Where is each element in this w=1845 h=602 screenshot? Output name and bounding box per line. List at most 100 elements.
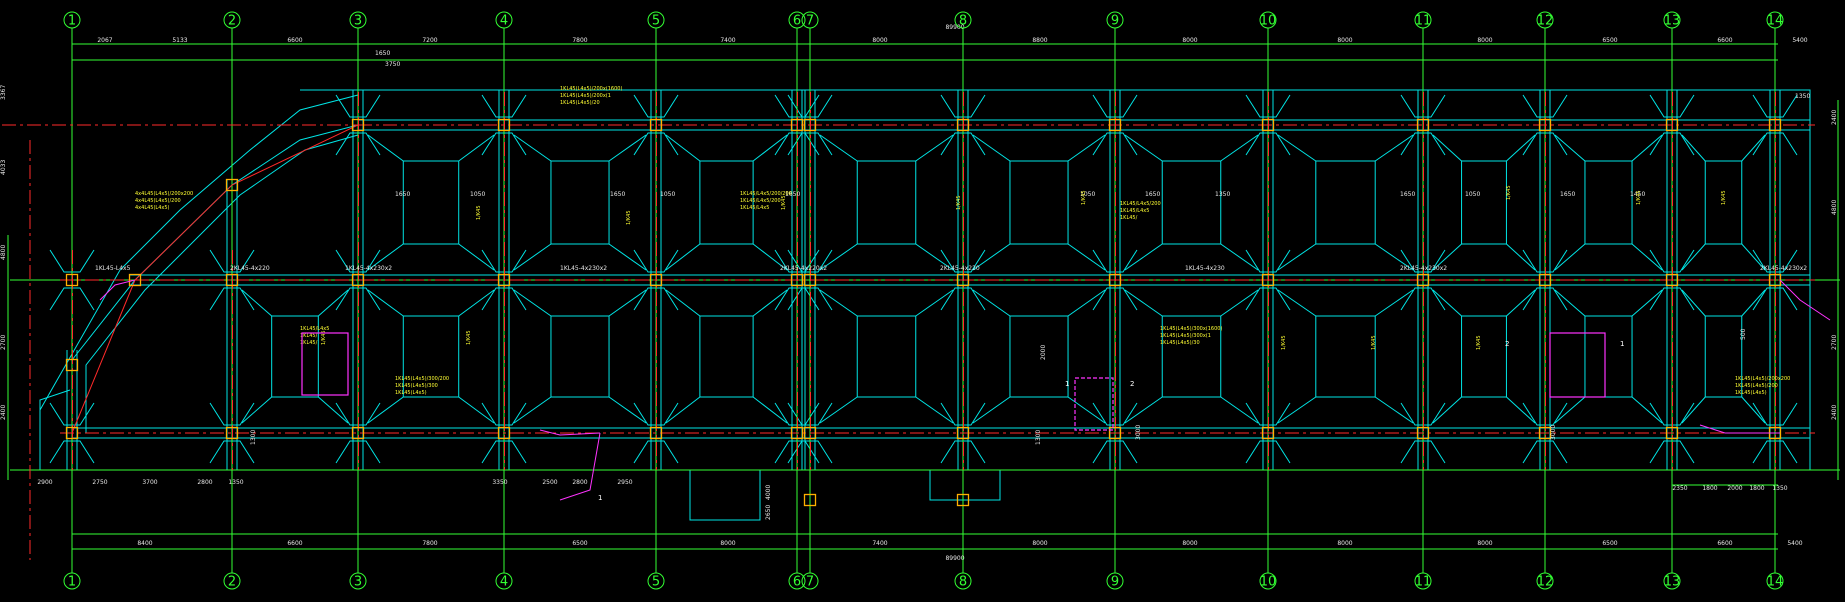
haunch-diag	[819, 289, 858, 317]
panel-box	[402, 160, 460, 245]
bottom-total-dim: 89900	[945, 555, 964, 562]
section-dim-6: 1300	[250, 430, 257, 445]
vertical-tag-10: 1/K45	[1476, 335, 1482, 350]
haunch-label-8: 1650	[1400, 191, 1415, 198]
left-dim-2700: 2700	[0, 335, 7, 350]
axis-bubble-5	[647, 572, 665, 590]
haunch-diag	[1631, 396, 1663, 424]
axis-bubble-2	[223, 11, 241, 29]
section-cut-mark-4: 1	[598, 494, 602, 502]
top-sub-dim-b: 3750	[385, 61, 400, 68]
left-dim-3367: 3367	[0, 85, 7, 100]
haunch-diag	[1506, 134, 1536, 162]
vertical-tag-8: 1/K45	[1281, 335, 1287, 350]
column-5-2	[649, 426, 663, 440]
haunch-diag	[458, 396, 495, 424]
axis-bubble-2	[223, 572, 241, 590]
column-6-0	[790, 118, 804, 132]
beam-label-8: 2KL45-4x230x2	[1760, 265, 1807, 272]
section-dim-4: 3000	[1135, 425, 1142, 440]
haunch-diag	[241, 396, 273, 424]
haunch-diag	[1220, 243, 1259, 271]
column-9-2	[1108, 426, 1122, 440]
note-2-line-1: 1KL45/L4x5/200	[740, 198, 781, 204]
haunch-label-0: 1650	[395, 191, 410, 198]
haunch-diag	[1067, 243, 1106, 271]
bottom-sub-dim-7: 2800	[572, 479, 587, 486]
axis-label-14: 14	[1767, 575, 1784, 590]
note-3-line-1: 1KL45/	[300, 333, 318, 339]
haunch-diag	[241, 289, 273, 317]
bottom-dim-8400: 8400	[137, 540, 152, 547]
axis-label-10: 10	[1260, 14, 1277, 29]
haunch-diag	[608, 243, 647, 271]
haunch-diag	[1220, 134, 1259, 162]
axis-label-6: 6	[793, 575, 801, 590]
note-4-line-1: 1KL45(L4x5)/300x(1	[1160, 333, 1211, 339]
leader-e	[99, 279, 136, 301]
axis-bubble-9	[1106, 572, 1124, 590]
column-6-2	[790, 426, 804, 440]
axis-label-11: 11	[1415, 575, 1432, 590]
axis-bubble-5	[647, 11, 665, 29]
column-13-1	[1665, 273, 1679, 287]
column-6-1	[790, 273, 804, 287]
section-dim-2: 1300	[1035, 430, 1042, 445]
haunch-diag	[1681, 289, 1706, 317]
haunch-diag	[1432, 289, 1462, 317]
top-dim-6600: 6600	[287, 37, 302, 44]
axis-label-3: 3	[354, 575, 362, 590]
haunch-label-7: 1350	[1215, 191, 1230, 198]
haunch-diag	[1432, 396, 1462, 424]
haunch-diag	[1554, 134, 1586, 162]
column-1-1	[65, 273, 79, 287]
note-4-line-0: 1KL45(L4x5)/300x(1600)	[1160, 326, 1222, 332]
panel-box	[856, 160, 917, 245]
haunch-diag	[1631, 134, 1663, 162]
note-3-line-0: 1KL45/L4x5	[300, 326, 329, 332]
axis-label-7: 7	[806, 14, 814, 29]
top-dim-7200: 7200	[422, 37, 437, 44]
haunch-diag	[458, 134, 495, 162]
haunch-label-11: 1450	[1630, 191, 1645, 198]
bottom-sub-dim-2: 3700	[142, 479, 157, 486]
axis-label-6: 6	[793, 14, 801, 29]
note-5-line-1: 1KL45(L4x5)/200	[1735, 383, 1778, 389]
column-9-1	[1108, 273, 1122, 287]
beam-label-6: 1KL45-4x230	[1185, 265, 1225, 272]
haunch-diag	[1220, 289, 1259, 317]
section-cut-mark-3: 1	[1620, 340, 1624, 348]
note-1-line-0: 4x4L45(L4x5)/200x200	[135, 191, 193, 197]
haunch-diag	[819, 243, 858, 271]
note-6-line-2: 1KL45(L4x5)	[395, 390, 427, 396]
haunch-diag	[1277, 134, 1317, 162]
axis-bubble-8	[954, 572, 972, 590]
column-4-2	[497, 426, 511, 440]
bottom-dim-8000: 8000	[720, 540, 735, 547]
axis-bubble-11	[1414, 572, 1432, 590]
vertical-tag-5: 1/K45	[1506, 185, 1512, 200]
column-12-2	[1538, 426, 1552, 440]
haunch-diag	[915, 243, 954, 271]
haunch-diag	[513, 289, 552, 317]
column-4-0	[497, 118, 511, 132]
axis-bubble-6	[788, 572, 806, 590]
axis-label-13: 13	[1664, 575, 1681, 590]
centerline-arc	[71, 124, 359, 434]
axis-label-4: 4	[500, 14, 508, 29]
axis-bubble-9	[1106, 11, 1124, 29]
haunch-diag	[608, 134, 647, 162]
beam-label-4: 2KL45-4x220x2	[780, 265, 827, 272]
haunch-diag	[972, 396, 1011, 424]
haunch-diag	[1631, 243, 1663, 271]
panel-box	[271, 315, 319, 398]
axis-label-1: 1	[68, 575, 76, 590]
column-13-0	[1665, 118, 1679, 132]
panel-box	[1161, 160, 1222, 245]
column-10-2	[1261, 426, 1275, 440]
panel-box	[550, 160, 610, 245]
bottom-sub-dim-3: 2800	[197, 479, 212, 486]
bottom-dim-8000: 8000	[1477, 540, 1492, 547]
